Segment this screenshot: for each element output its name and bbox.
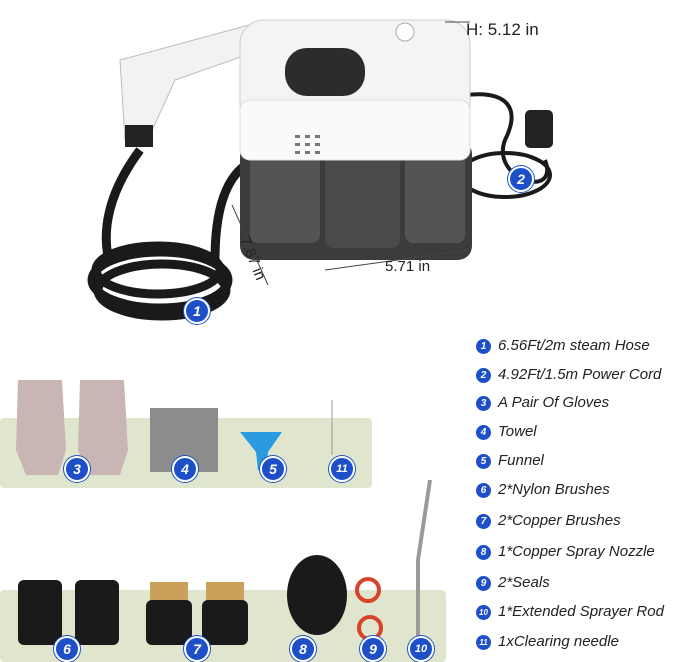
- width-dimension: 5.71 in: [385, 258, 431, 275]
- dimension-lines: [231, 21, 471, 286]
- legend-badge: 9: [476, 576, 491, 591]
- legend-badge: 5: [476, 454, 491, 469]
- badge-8: 8: [290, 636, 316, 662]
- badge-7: 7: [184, 636, 210, 662]
- legend-text: Funnel: [498, 452, 544, 469]
- legend-badge: 2: [476, 368, 491, 383]
- legend-text: 2*Seals: [498, 574, 550, 591]
- seals: [355, 577, 383, 641]
- legend-text: 1*Copper Spray Nozzle: [498, 543, 655, 560]
- height-dimension: H: 5.12 in: [466, 20, 539, 39]
- legend-text: 1xClearing needle: [498, 633, 619, 650]
- legend-badge: 10: [476, 605, 491, 620]
- legend-badge: 1: [476, 339, 491, 354]
- badge-5: 5: [260, 456, 286, 482]
- badge-11: 11: [329, 456, 355, 482]
- legend-badge: 11: [476, 635, 491, 650]
- legend-text: A Pair Of Gloves: [498, 394, 610, 411]
- legend-text: 4.92Ft/1.5m Power Cord: [498, 366, 662, 383]
- badge-6: 6: [54, 636, 80, 662]
- badge-10: 10: [408, 636, 434, 662]
- legend-text: 6.56Ft/2m steam Hose: [498, 337, 650, 354]
- gloves: [16, 380, 128, 475]
- legend-text: 1*Extended Sprayer Rod: [498, 603, 664, 620]
- steamer-body: [239, 19, 472, 260]
- badge-2: 2: [508, 166, 534, 192]
- nylon-brushes: [18, 580, 119, 645]
- legend-badge: 7: [476, 514, 491, 529]
- legend-text: 2*Nylon Brushes: [498, 481, 610, 498]
- legend-badge: 4: [476, 425, 491, 440]
- funnel: [240, 432, 282, 470]
- legend-text: Towel: [498, 423, 537, 440]
- copper-brushes: [146, 582, 248, 645]
- badge-4: 4: [172, 456, 198, 482]
- extended-sprayer-rod: [416, 479, 432, 640]
- legend-text: 2*Copper Brushes: [498, 512, 621, 529]
- legend-badge: 3: [476, 396, 491, 411]
- legend-badge: 8: [476, 545, 491, 560]
- steam-hose: [87, 147, 257, 321]
- power-plug: [525, 110, 553, 148]
- badge-3: 3: [64, 456, 90, 482]
- spray-nozzle: [287, 555, 347, 635]
- legend-badge: 6: [476, 483, 491, 498]
- badge-9: 9: [360, 636, 386, 662]
- badge-1: 1: [184, 298, 210, 324]
